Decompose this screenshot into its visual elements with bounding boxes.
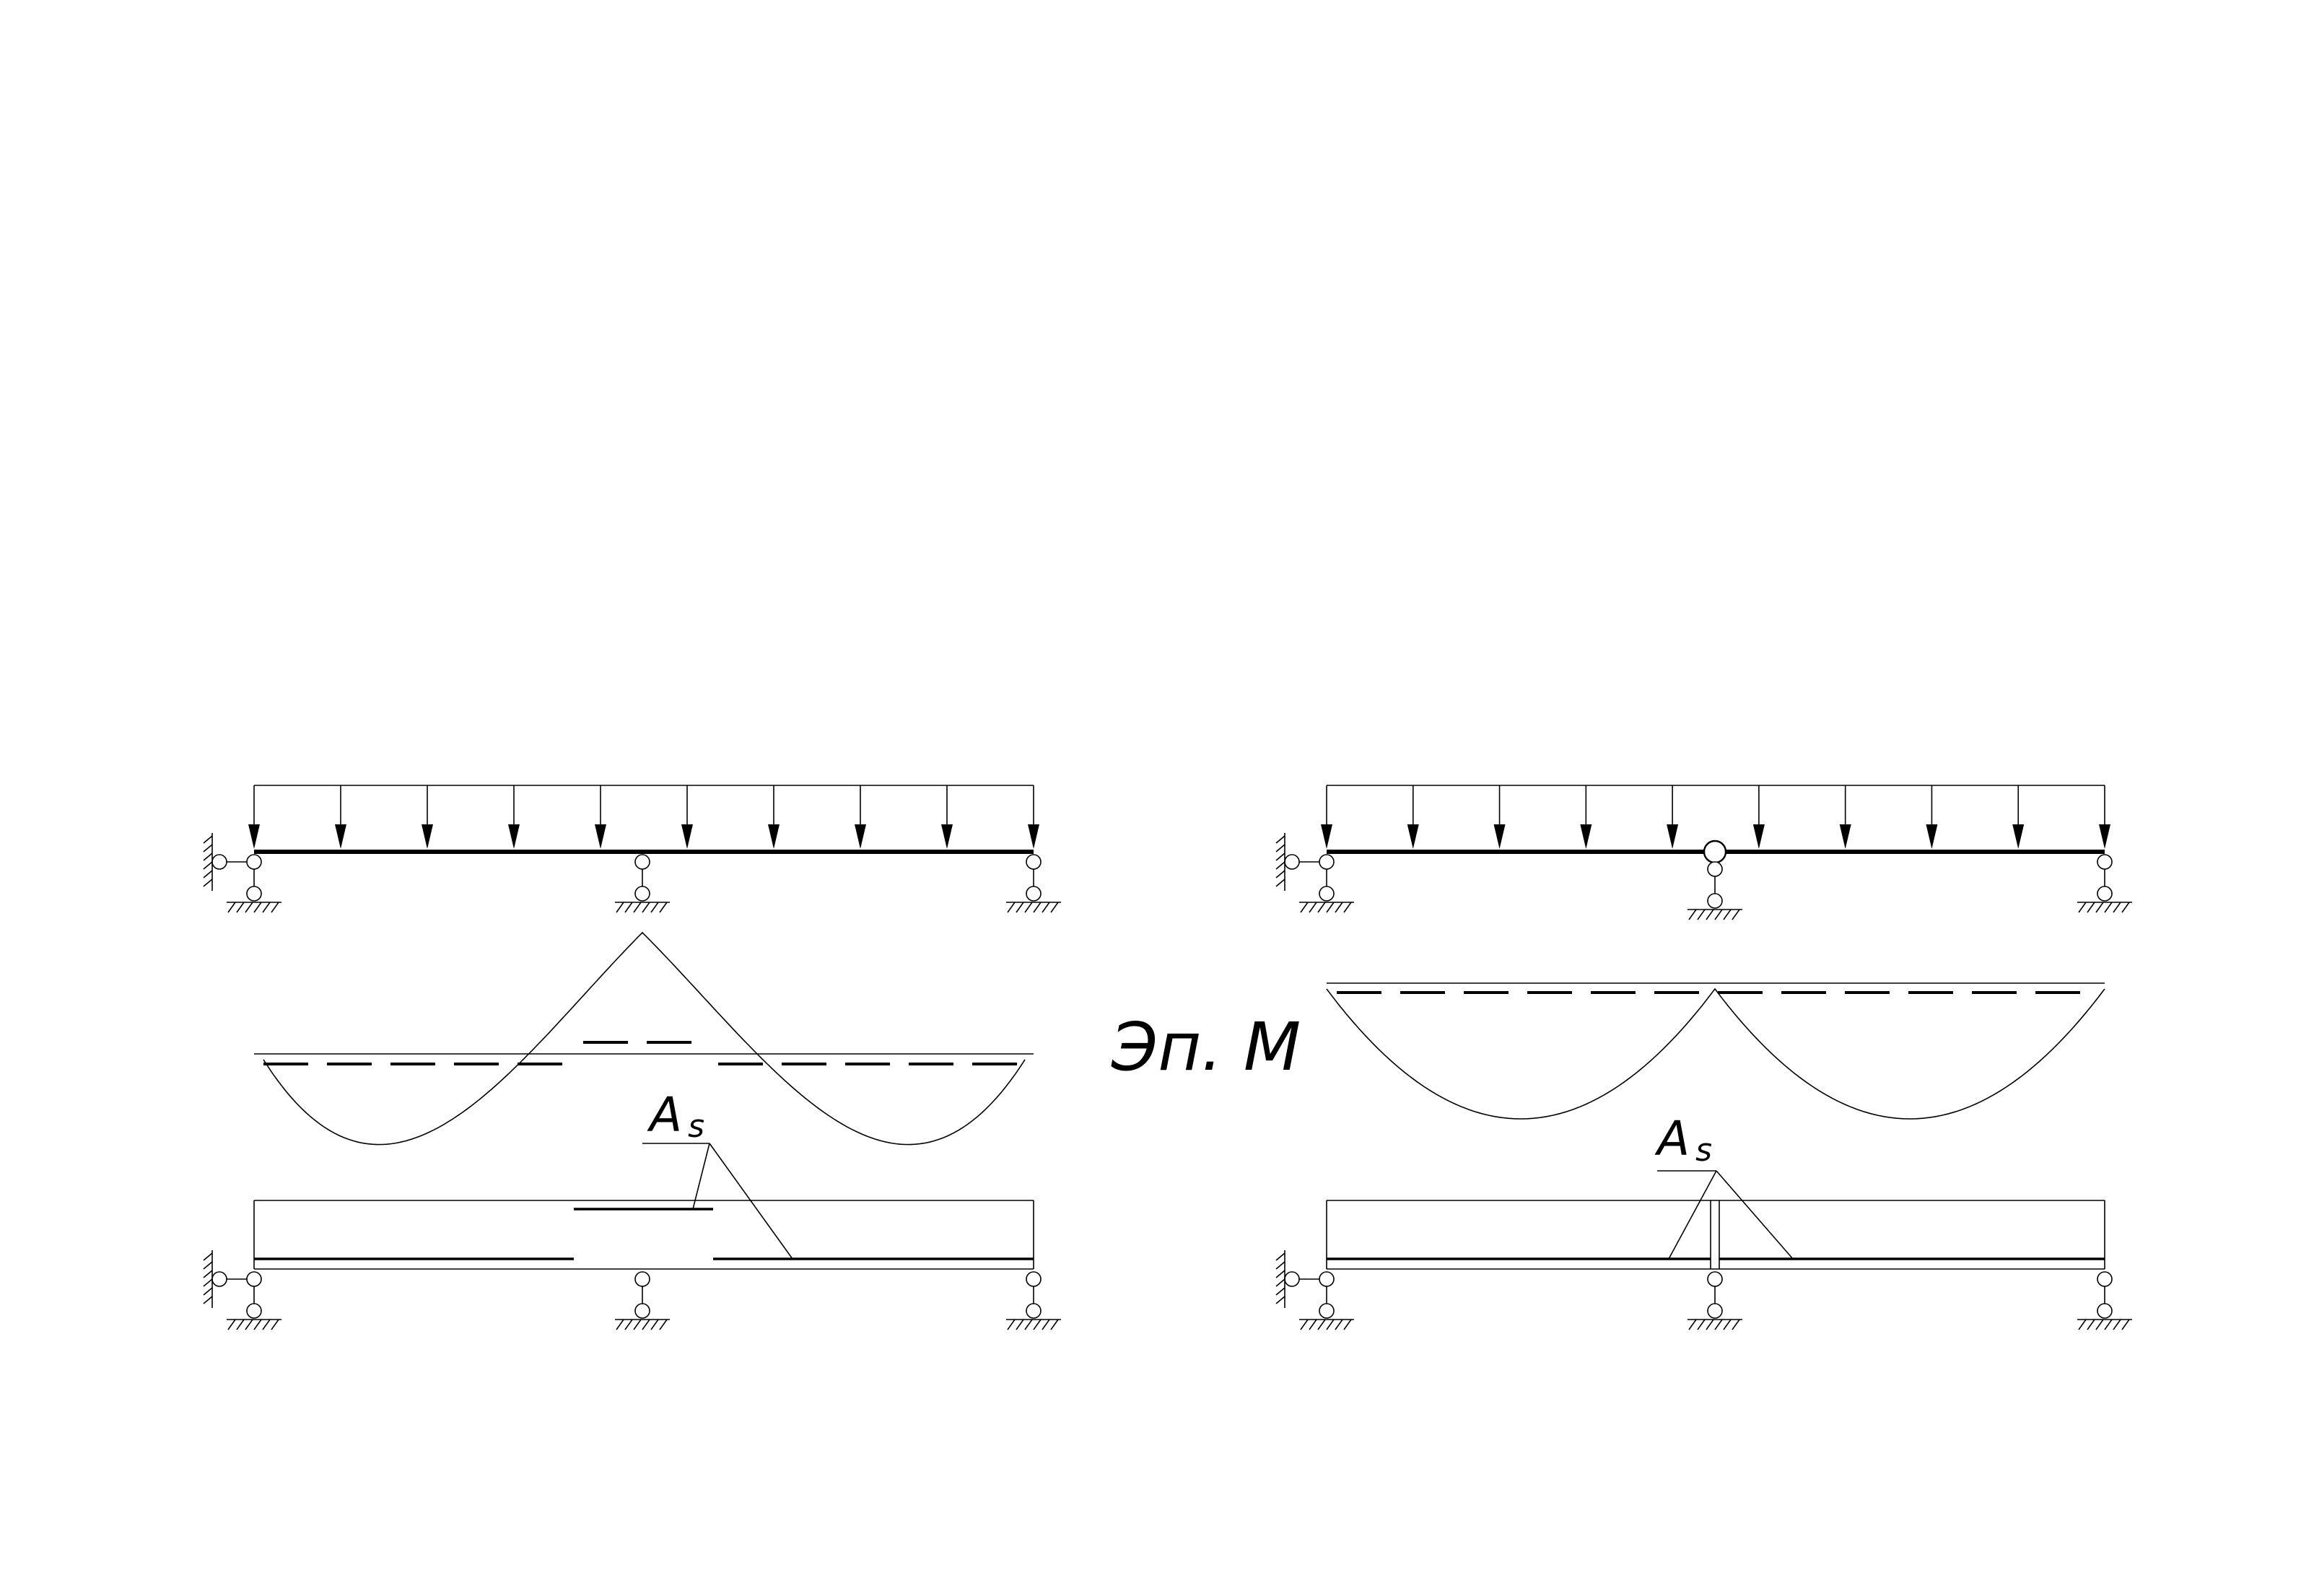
right-moment-diagram [1326, 982, 2105, 1120]
left-moment-diagram [254, 931, 1034, 1146]
left-distributed-load [248, 785, 1039, 849]
left-load-arrowhead [768, 824, 780, 849]
right-load-arrowhead [1752, 824, 1765, 849]
left-load-arrowhead [1028, 824, 1039, 849]
left-load-arrowhead [422, 824, 433, 849]
right-distributed-load [1321, 785, 2110, 849]
right-load-arrowhead [1926, 824, 1938, 849]
right-load-arrowhead [1580, 824, 1592, 849]
right-load-arrowhead [1839, 824, 1851, 849]
right-load-arrowhead [1321, 824, 1332, 849]
left-load-arrowhead [681, 824, 693, 849]
right-load-arrowhead [1493, 824, 1506, 849]
left-supports-top [203, 832, 1062, 913]
left-load-arrowhead [335, 824, 346, 849]
right-supports-top [1275, 832, 2133, 920]
left-load-arrowhead [595, 824, 606, 849]
left-beam-load-scheme [203, 785, 1062, 913]
right-load-arrowhead [1407, 824, 1419, 849]
right-load-arrowhead [1667, 824, 1679, 849]
left-load-arrowhead [508, 824, 520, 849]
right-moment-curve [1326, 987, 2105, 1120]
right-supports-bottom [1275, 1250, 2133, 1330]
left-load-arrowhead [855, 824, 866, 849]
left-load-arrowhead [941, 824, 953, 849]
right-intermediate-hinge [1703, 840, 1727, 864]
left-load-arrowhead [248, 824, 260, 849]
right-load-arrowhead [2012, 824, 2025, 849]
left-supports-bottom [203, 1250, 1062, 1330]
right-load-arrowhead [2099, 824, 2110, 849]
left-moment-curve [263, 931, 1026, 1146]
moment-diagram-title: Эп. М [1111, 1008, 1301, 1086]
right-beam-load-scheme [1275, 785, 2133, 920]
